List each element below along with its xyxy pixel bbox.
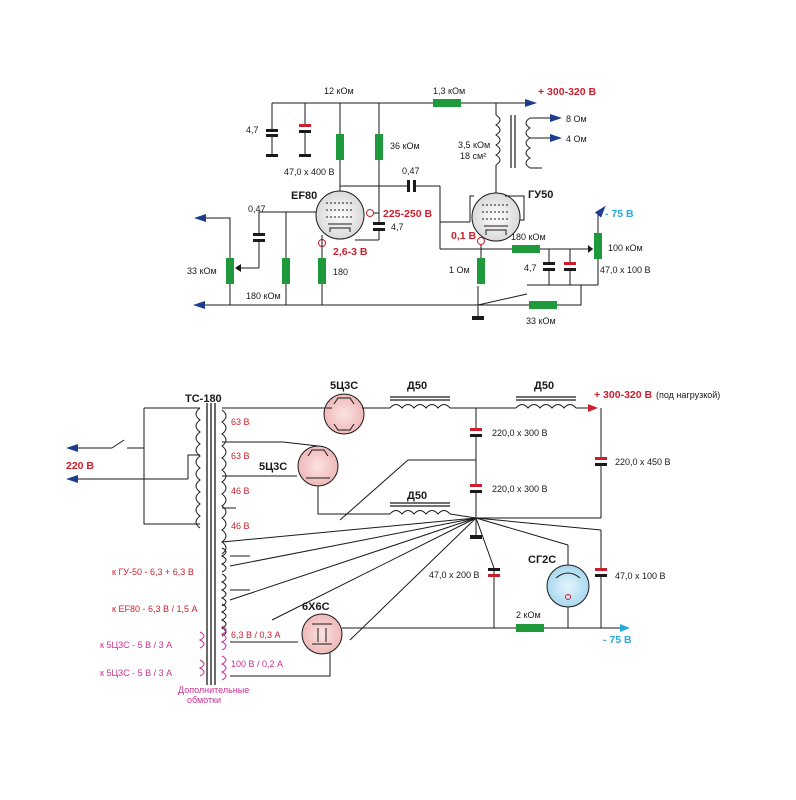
label-extra-windings-2: обмотки bbox=[187, 695, 221, 705]
label-transformer: ТС-180 bbox=[185, 393, 222, 405]
label-cap-220-300-a: 220,0 х 300 В bbox=[492, 428, 548, 438]
power-supply-section: ТС-180 220 В 63 В 63 В 46 В 46 В к ГУ-50… bbox=[66, 380, 720, 705]
label-otr-core: 18 см² bbox=[460, 151, 486, 161]
label-sg2s: СГ2С bbox=[528, 554, 556, 566]
label-b-plus: + 300-320 В bbox=[538, 86, 597, 98]
label-cap-47-100-psu: 47,0 х 100 В bbox=[615, 571, 666, 581]
label-out-8-ohm: 8 Ом bbox=[566, 114, 587, 124]
label-5c3s-1: 5Ц3С bbox=[330, 380, 358, 392]
resistor-180k-grid bbox=[282, 258, 290, 284]
label-extra-windings-1: Дополнительные bbox=[178, 685, 249, 695]
label-mains: 220 В bbox=[66, 460, 94, 472]
label-33k-pot: 33 кОм bbox=[187, 266, 217, 276]
label-cap-220-450: 220,0 х 450 В bbox=[615, 457, 671, 467]
resistor-1-3k bbox=[433, 99, 461, 107]
label-cap-4-7-screen: 4,7 bbox=[391, 222, 404, 232]
label-100k: 100 кОм bbox=[608, 243, 643, 253]
label-otr-impedance: 3,5 кОм bbox=[458, 140, 490, 150]
label-1-3k: 1,3 кОм bbox=[433, 86, 465, 96]
label-winding-46a: 46 В bbox=[231, 486, 250, 496]
resistor-180k-gu50 bbox=[512, 245, 540, 253]
amplifier-section: 12 кОм 1,3 кОм + 300-320 В 4,7 47,0 х 40… bbox=[187, 86, 651, 326]
label-to-5c3s-1: к 5Ц3С - 5 В / 3 А bbox=[100, 640, 172, 650]
label-winding-100: 100 В / 0,2 А bbox=[231, 659, 283, 669]
label-cap-4-7: 4,7 bbox=[246, 125, 259, 135]
label-minus-75-top: - 75 В bbox=[605, 208, 634, 220]
rectifier-5c3s-2 bbox=[297, 445, 339, 487]
label-cap-220-300-b: 220,0 х 300 В bbox=[492, 484, 548, 494]
label-cap-0-47-cpl: 0,47 bbox=[402, 166, 420, 176]
label-winding-46b: 46 В bbox=[231, 521, 250, 531]
pot-100k bbox=[594, 233, 602, 259]
label-to-ef80: к EF80 - 6,3 В / 1,5 А bbox=[112, 604, 197, 614]
label-choke-3: Д50 bbox=[407, 490, 427, 502]
label-cap-47-100: 47,0 х 100 В bbox=[600, 265, 651, 275]
rectifier-6x6s bbox=[301, 613, 343, 655]
label-12k: 12 кОм bbox=[324, 86, 354, 96]
label-choke-1: Д50 bbox=[407, 380, 427, 392]
label-33k-fb: 33 кОм bbox=[526, 316, 556, 326]
label-gu50-cathode-voltage: 0,1 В bbox=[451, 230, 477, 242]
label-winding-6-3: 6,3 В / 0,3 А bbox=[231, 630, 281, 640]
ef80-tube bbox=[315, 190, 365, 240]
label-gu50: ГУ50 bbox=[528, 189, 553, 201]
label-6x6s: 6Х6С bbox=[302, 601, 330, 613]
label-5c3s-2: 5Ц3С bbox=[259, 461, 287, 473]
resistor-12k bbox=[336, 134, 344, 160]
resistor-33k-fb bbox=[529, 301, 557, 309]
label-ef80: EF80 bbox=[291, 190, 317, 202]
label-to-gu50: к ГУ-50 - 6,3 + 6,3 В bbox=[112, 567, 194, 577]
label-36k: 36 кОм bbox=[390, 141, 420, 151]
label-screen-voltage: 225-250 В bbox=[383, 208, 432, 220]
label-winding-63b: 63 В bbox=[231, 451, 250, 461]
resistor-36k bbox=[375, 134, 383, 160]
label-to-5c3s-2: к 5Ц3С - 5 В / 3 А bbox=[100, 668, 172, 678]
label-2k: 2 кОм bbox=[516, 610, 541, 620]
label-cap-47-400: 47,0 х 400 В bbox=[284, 167, 335, 177]
label-180k-gu50: 180 кОм bbox=[511, 232, 546, 242]
label-1-ohm: 1 Ом bbox=[449, 265, 470, 275]
b-plus-arrow-icon bbox=[525, 99, 537, 107]
stabilizer-sg2s bbox=[546, 564, 590, 608]
label-under-load: (под нагрузкой) bbox=[656, 390, 720, 400]
label-180: 180 bbox=[333, 267, 348, 277]
label-b-plus-psu: + 300-320 В bbox=[594, 389, 653, 401]
label-winding-63a: 63 В bbox=[231, 417, 250, 427]
label-180k-grid: 180 кОм bbox=[246, 291, 281, 301]
resistor-2k bbox=[516, 624, 544, 632]
label-cap-0-47-in: 0,47 bbox=[248, 204, 266, 214]
label-out-4-ohm: 4 Ом bbox=[566, 134, 587, 144]
label-choke-2: Д50 bbox=[534, 380, 554, 392]
label-cathode-voltage: 2,6-3 В bbox=[333, 246, 368, 258]
label-cap-47-200: 47,0 х 200 В bbox=[429, 570, 480, 580]
b-plus-out-arrow-icon bbox=[588, 404, 598, 412]
pot-33k bbox=[226, 258, 234, 284]
rectifier-5c3s-1 bbox=[323, 393, 365, 435]
resistor-180 bbox=[318, 258, 326, 284]
label-cap-4-7-bias: 4,7 bbox=[524, 263, 537, 273]
label-minus-75-psu: - 75 В bbox=[603, 634, 632, 646]
resistor-1-ohm bbox=[477, 258, 485, 284]
